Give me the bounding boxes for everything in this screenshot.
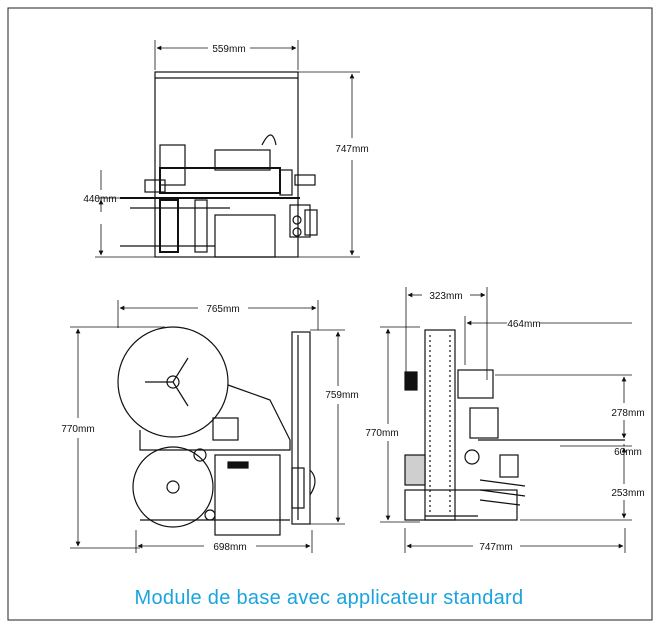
side-depth-applicator-label: 464mm — [507, 319, 540, 330]
side-view-drawing — [404, 329, 625, 521]
side-seg-middle-label: 60mm — [614, 447, 642, 458]
top-width-label: 559mm — [212, 44, 245, 55]
front-width-label: 765mm — [206, 304, 239, 315]
top-view-dimensions — [95, 40, 360, 258]
top-view-drawing — [120, 71, 318, 258]
side-seg-upper-label: 278mm — [611, 408, 644, 419]
front-base-width-label: 698mm — [213, 542, 246, 553]
side-seg-lower-label: 253mm — [611, 488, 644, 499]
front-upper-height-label: 759mm — [325, 390, 358, 401]
top-base-height-label: 440mm — [83, 194, 116, 205]
front-view-dimensions — [70, 300, 345, 553]
side-height-label: 770mm — [365, 428, 398, 439]
figure-caption: Module de base avec applicateur standard — [134, 587, 524, 609]
page-border — [7, 7, 653, 621]
front-view-drawing — [117, 326, 316, 536]
side-base-depth-label: 747mm — [479, 542, 512, 553]
top-height-label: 747mm — [335, 144, 368, 155]
front-height-label: 770mm — [61, 424, 94, 435]
side-view-dimensions — [380, 287, 632, 553]
side-depth-upper-label: 323mm — [429, 291, 462, 302]
